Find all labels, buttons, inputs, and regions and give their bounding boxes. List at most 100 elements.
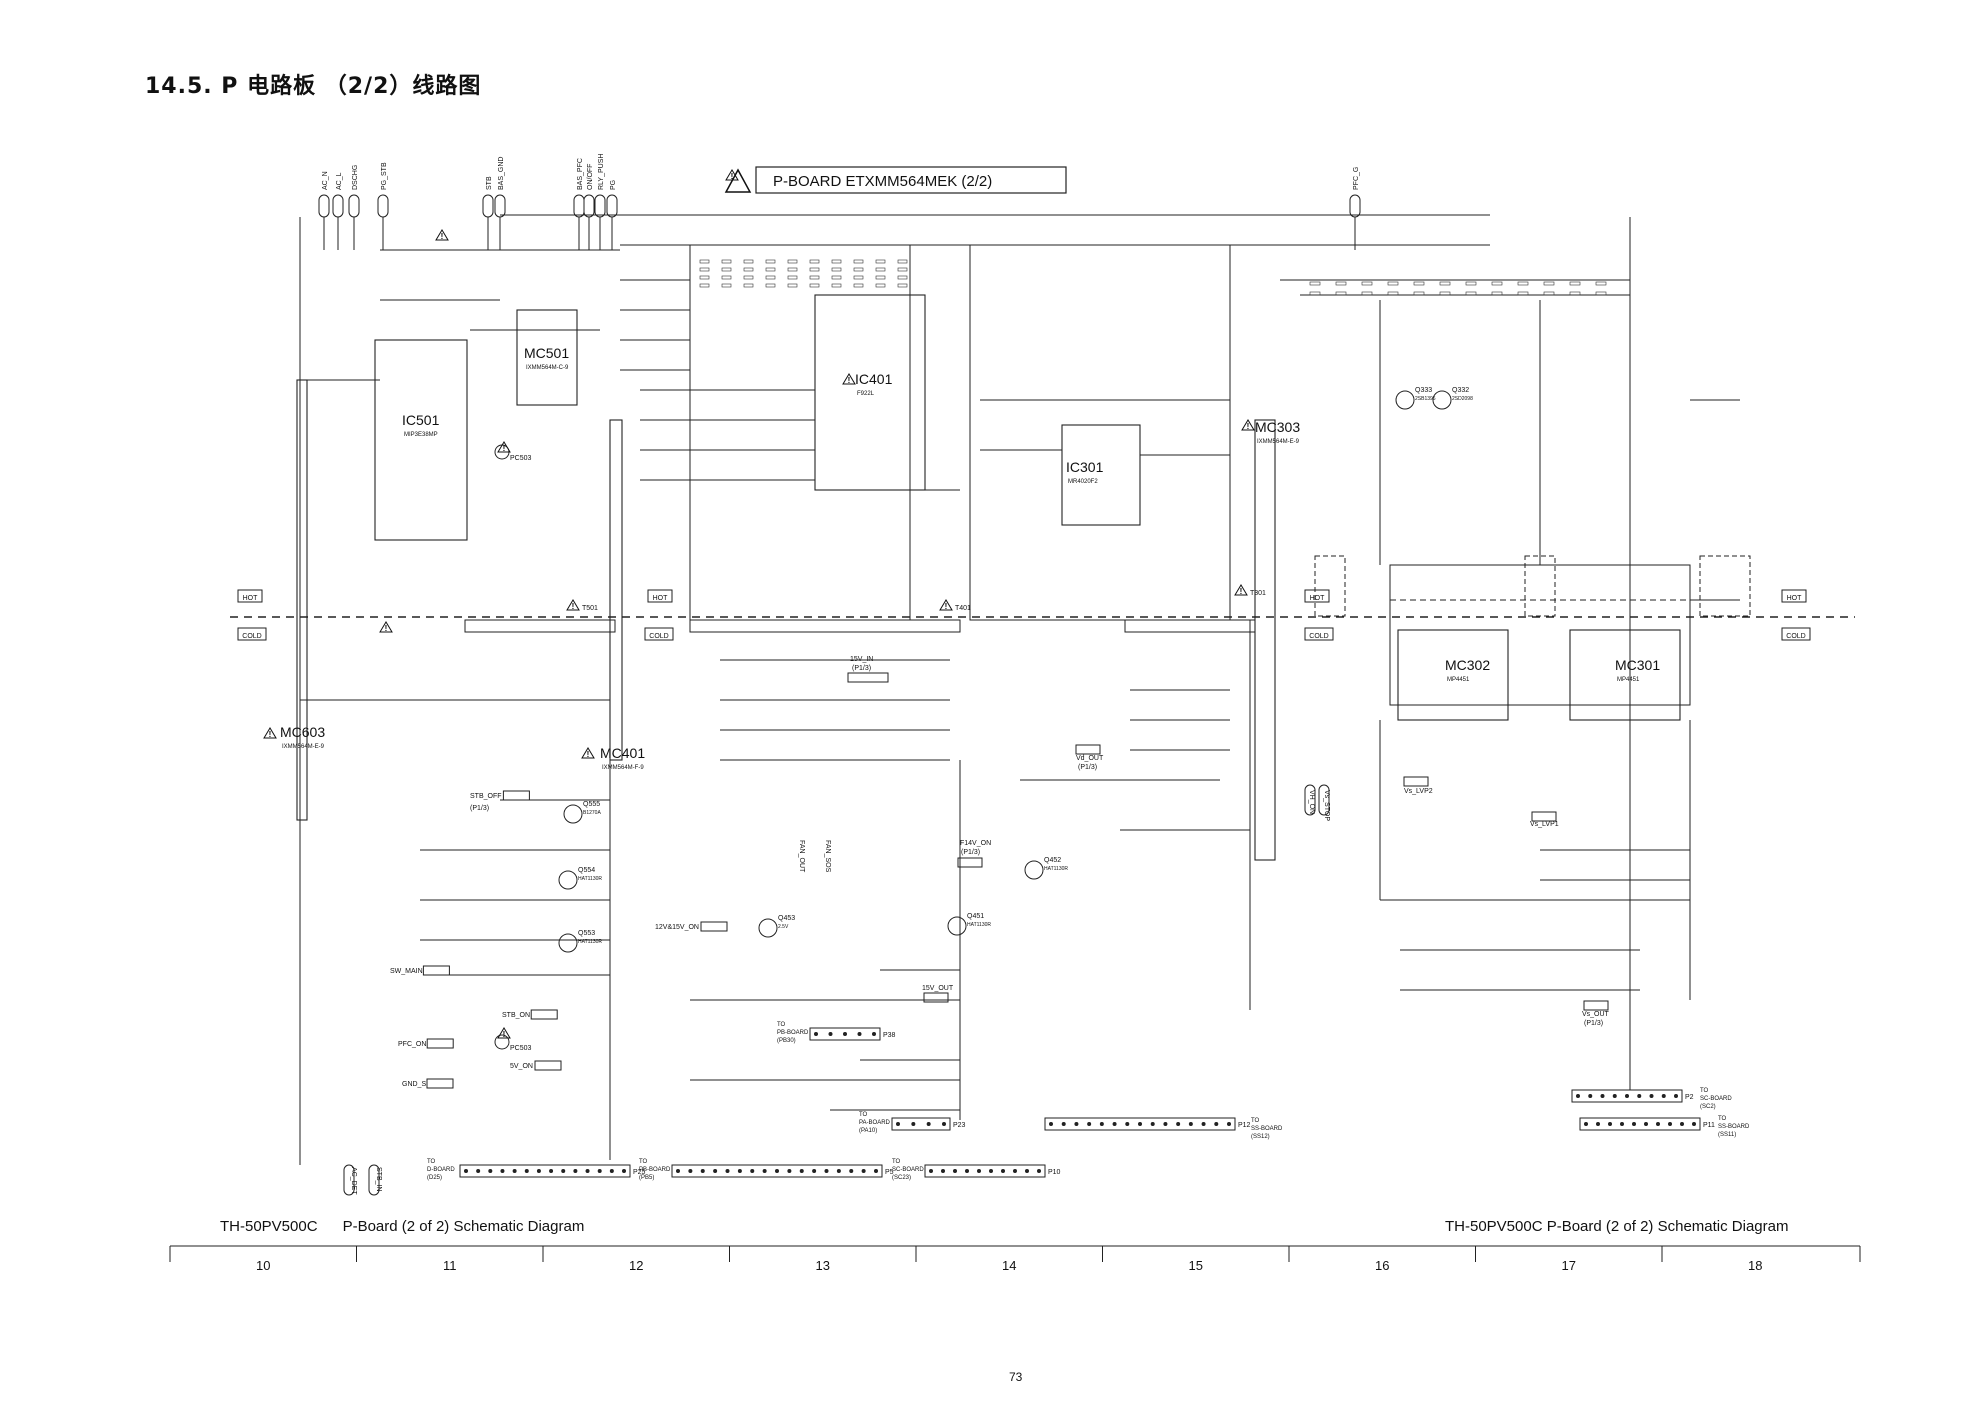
connector-pin xyxy=(573,1169,578,1173)
component-symbol xyxy=(1361,281,1373,286)
connector-pin xyxy=(1049,1122,1053,1126)
cold-zone-label: COLD xyxy=(1309,633,1328,640)
connector-sub: (PA10) xyxy=(859,1128,877,1134)
connector-ref: P38 xyxy=(883,1032,896,1039)
photocoupler-ref: PC503 xyxy=(510,1045,532,1052)
signal-flag xyxy=(502,790,530,801)
transformer-t401: T401 xyxy=(955,605,971,612)
ic-part-ic501: MIP3E38MP xyxy=(404,432,438,438)
transistor-symbol xyxy=(558,933,578,953)
connector-pin xyxy=(1150,1122,1155,1126)
ic-part-mc501: IXMM564M-C-9 xyxy=(526,365,569,371)
warning-icon: ! xyxy=(1234,584,1248,596)
component-symbol xyxy=(787,259,798,264)
connector-board: SC-BOARD xyxy=(1700,1096,1732,1102)
component-symbol xyxy=(897,283,908,288)
signal-flag xyxy=(847,672,889,683)
component-symbol xyxy=(765,259,776,264)
connector-pin xyxy=(828,1032,833,1036)
left-signal-label: 5V_ON xyxy=(510,1063,533,1070)
connector-sub: (SS11) xyxy=(1718,1132,1736,1138)
hot-bridge-box xyxy=(1524,555,1556,617)
cold-label-box xyxy=(237,627,267,641)
component-symbol xyxy=(787,283,798,288)
connector-pin xyxy=(1608,1122,1612,1126)
component-symbol xyxy=(897,275,908,280)
ic-part-ic301: MR4020F2 xyxy=(1068,479,1098,485)
transistor-symbol xyxy=(558,870,578,890)
transistor-ref-q333: Q333 xyxy=(1415,387,1432,394)
terminal xyxy=(343,1164,355,1196)
connector-pin xyxy=(1584,1122,1588,1126)
transistor-ref-q555: Q555 xyxy=(583,801,600,808)
warning-icon: ! xyxy=(263,727,277,739)
ic-block-mc501 xyxy=(516,309,578,406)
component-symbol xyxy=(875,283,886,288)
bottom-signal-label: STB_IN xyxy=(375,1167,382,1192)
connector-pin xyxy=(857,1032,862,1036)
connector-pin xyxy=(1656,1122,1660,1126)
connector-pin xyxy=(1214,1122,1219,1126)
component-symbol xyxy=(743,275,754,280)
signal-flag xyxy=(1583,1000,1609,1011)
connector-pin xyxy=(929,1169,933,1173)
component-symbol xyxy=(809,275,820,280)
component-symbol xyxy=(721,275,732,280)
connector-pin xyxy=(597,1169,602,1173)
warning-icon: ! xyxy=(939,599,953,611)
mid-signal-label: (P1/3) xyxy=(1078,764,1097,771)
connector-pin xyxy=(1138,1122,1142,1126)
terminal-6 xyxy=(573,194,585,218)
component-symbol xyxy=(897,259,908,264)
component-symbol xyxy=(875,275,886,280)
component-symbol xyxy=(1387,291,1399,296)
connector-ref: P11 xyxy=(1703,1122,1715,1129)
connector-pin xyxy=(536,1169,541,1173)
connector-pin xyxy=(977,1169,981,1173)
connector-to: TO xyxy=(777,1022,786,1028)
component-symbol xyxy=(897,267,908,272)
terminal-4 xyxy=(482,194,494,218)
component-symbol xyxy=(831,283,842,288)
ic-part-ic401: F922L xyxy=(857,391,875,397)
warning-icon: ! xyxy=(725,169,739,181)
connector-pin xyxy=(911,1122,916,1126)
transistor-symbol xyxy=(1432,390,1452,410)
component-symbol xyxy=(1335,281,1347,286)
component-symbol xyxy=(743,283,754,288)
terminal-8 xyxy=(594,194,606,218)
component-symbol xyxy=(1569,291,1581,296)
component-symbol xyxy=(1595,291,1607,296)
component-symbol xyxy=(721,283,732,288)
component-symbol xyxy=(765,283,776,288)
terminal-5 xyxy=(494,194,506,218)
connector-ref: P12 xyxy=(1238,1122,1251,1129)
ic-ref-mc501: MC501 xyxy=(524,345,569,361)
footer-model: TH-50PV500C xyxy=(220,1218,318,1235)
ic-ref-mc302: MC302 xyxy=(1445,657,1490,673)
hot-bridge-box xyxy=(1699,555,1751,617)
transistor-ref-q553: Q553 xyxy=(578,930,595,937)
ic-ref-mc603: MC603 xyxy=(280,724,325,740)
component-symbol xyxy=(1517,281,1529,286)
connector-pin xyxy=(942,1122,946,1126)
transistor-part-q452: HAT1130R xyxy=(1044,866,1068,872)
top-signal-label: AC_N xyxy=(322,171,329,190)
component-symbol xyxy=(1387,281,1399,286)
top-signal-label: PG xyxy=(610,180,617,190)
grid-column-label: 11 xyxy=(443,1258,457,1273)
connector-board: SS-BOARD xyxy=(1718,1124,1750,1130)
connector-pin xyxy=(750,1169,755,1173)
component-symbol xyxy=(1413,281,1425,286)
signal-flag xyxy=(1531,811,1557,822)
hot-label-box xyxy=(647,589,673,603)
svg-text:!: ! xyxy=(848,376,851,385)
terminal-7 xyxy=(583,194,595,218)
connector-pin xyxy=(585,1169,590,1173)
connector-ref: P10 xyxy=(1048,1169,1061,1176)
transformer-winding xyxy=(1124,619,1256,633)
hot-zone-label: HOT xyxy=(1310,595,1326,602)
connector-pin xyxy=(843,1032,847,1036)
connector-board: SC-BOARD xyxy=(892,1167,924,1173)
connector-pin xyxy=(941,1169,945,1173)
